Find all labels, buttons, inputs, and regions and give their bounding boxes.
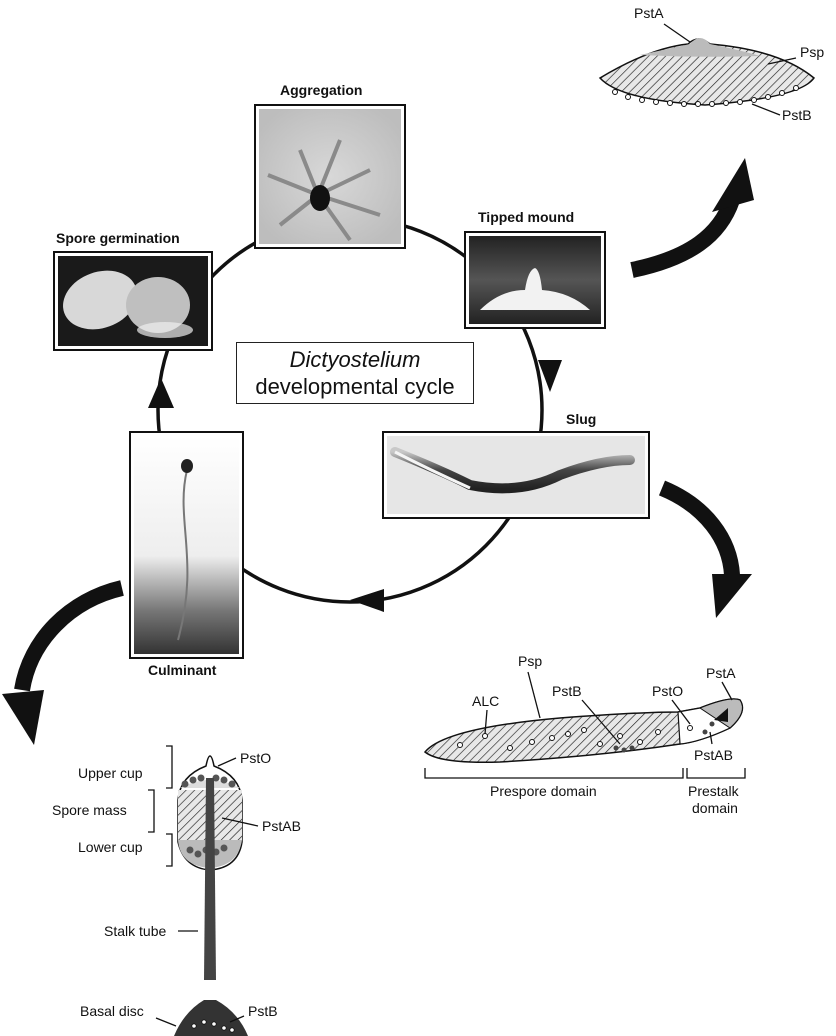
tipped-mound-photo bbox=[465, 232, 605, 328]
mound-label-pstb: PstB bbox=[782, 107, 812, 123]
arrow-to-slug-detail-head bbox=[712, 574, 752, 618]
center-title-italic: Dictyostelium bbox=[237, 346, 473, 373]
arrow-to-mound-detail-head bbox=[712, 158, 754, 212]
slug-label-psp: Psp bbox=[518, 653, 542, 669]
stage-label-tipped-mound: Tipped mound bbox=[478, 209, 574, 225]
slug-domain-prespore: Prespore domain bbox=[490, 783, 597, 799]
slug-label-alc: ALC bbox=[472, 693, 499, 709]
stage-label-culminant: Culminant bbox=[148, 662, 217, 678]
culminant-label-pstab: PstAB bbox=[262, 818, 301, 834]
culminant-label-psto: PstO bbox=[240, 750, 271, 766]
culminant-detail-diagram bbox=[148, 746, 258, 1036]
arrow-to-culminant-detail bbox=[22, 588, 122, 690]
slug-photo bbox=[383, 432, 649, 518]
stage-label-slug: Slug bbox=[566, 411, 596, 427]
slug-label-psta: PstA bbox=[706, 665, 736, 681]
mound-detail-diagram bbox=[600, 24, 814, 115]
culminant-photo bbox=[130, 432, 243, 658]
center-title-rest: developmental cycle bbox=[237, 373, 473, 400]
culminant-label-stalk-tube: Stalk tube bbox=[104, 923, 166, 939]
slug-domain-prestalk-line1: Prestalk bbox=[688, 783, 740, 799]
culminant-label-pstb: PstB bbox=[248, 1003, 278, 1019]
culminant-label-basal-disc: Basal disc bbox=[80, 1003, 144, 1019]
arrow-to-slug-detail bbox=[662, 488, 732, 575]
slug-domain-prestalk-line2: domain bbox=[692, 800, 738, 816]
culminant-label-spore-mass: Spore mass bbox=[52, 802, 127, 818]
arrow-to-culminant-detail-head bbox=[2, 690, 44, 745]
slug-label-psto: PstO bbox=[652, 683, 683, 699]
stage-label-spore-germination: Spore germination bbox=[56, 230, 180, 246]
aggregation-photo bbox=[255, 105, 405, 248]
center-title-box: Dictyostelium developmental cycle bbox=[236, 342, 474, 404]
mound-label-psp: Psp bbox=[800, 44, 824, 60]
slug-label-pstb: PstB bbox=[552, 683, 582, 699]
culminant-label-upper-cup: Upper cup bbox=[78, 765, 143, 781]
mound-label-psta: PstA bbox=[634, 5, 664, 21]
stage-label-aggregation: Aggregation bbox=[280, 82, 362, 98]
cycle-arrowhead-bottom bbox=[350, 589, 384, 612]
culminant-label-lower-cup: Lower cup bbox=[78, 839, 143, 855]
cycle-arrowhead-left bbox=[148, 378, 174, 408]
spore-germination-photo bbox=[54, 252, 212, 350]
slug-label-pstab: PstAB bbox=[694, 747, 733, 763]
